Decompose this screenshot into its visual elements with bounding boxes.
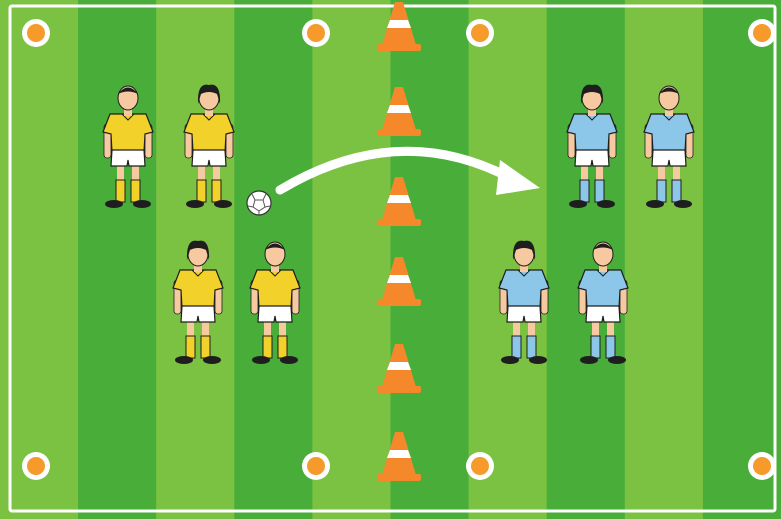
pitch-stripe [312,0,391,519]
marker-disc-icon [22,452,50,480]
pitch-stripe [547,0,626,519]
marker-disc-icon [748,452,776,480]
pitch-stripe [0,0,79,519]
marker-disc-icon [466,452,494,480]
pitch-stripe [78,0,157,519]
pitch-stripe [703,0,781,519]
marker-disc-icon [302,452,330,480]
marker-disc-icon [22,19,50,47]
pitch-stripe [625,0,704,519]
soccer-ball-icon [247,191,271,215]
ball-group [247,191,271,215]
marker-disc-icon [302,19,330,47]
pitch-stripe [469,0,548,519]
marker-disc-icon [466,19,494,47]
marker-disc-icon [748,19,776,47]
